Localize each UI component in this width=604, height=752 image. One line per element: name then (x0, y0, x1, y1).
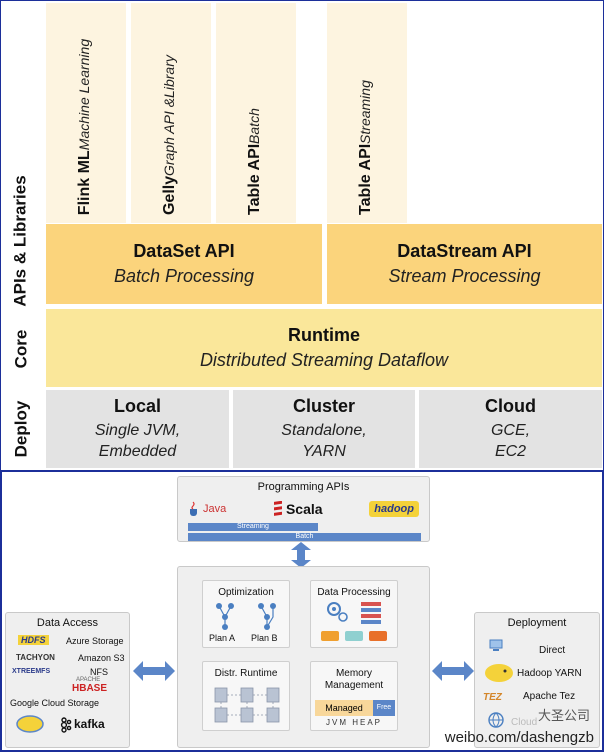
library-sub: Batch (246, 108, 262, 144)
hdfs-logo: HDFS (18, 635, 49, 645)
library-table-api-batch: Table API Batch (216, 3, 296, 223)
memory-title-line: Memory (335, 668, 373, 679)
hadoop-elephant-icon (485, 664, 513, 682)
library-name: Table API (357, 143, 374, 215)
deployment-item: Direct (539, 645, 566, 656)
deploy-sub: GCE, EC2 (491, 420, 530, 462)
data-access-item: NFS (90, 667, 108, 677)
flink-architecture-diagram: Programming APIs Java Scala hadoop Strea… (0, 470, 604, 752)
data-access-panel: Data Access HDFS Azure Storage TACHYON A… (5, 612, 130, 748)
tez-logo: TEZ (483, 692, 502, 703)
hadoop-logo: hadoop (369, 501, 419, 517)
distr-runtime-box: Distr. Runtime (202, 661, 290, 731)
api-name: DataSet API (133, 241, 235, 261)
data-access-item: Amazon S3 (78, 653, 125, 663)
storage-logo-icon (16, 715, 44, 733)
data-processing-box: Data Processing (310, 580, 398, 648)
library-name: Gelly (161, 175, 178, 215)
deploy-cloud-box: Cloud GCE, EC2 (419, 390, 602, 468)
horizontal-double-arrow-icon-right (432, 661, 474, 681)
kafka-icon (60, 717, 72, 733)
plan-b-label: Plan B (251, 633, 278, 643)
deployment-item: Hadoop YARN (517, 668, 582, 679)
kafka-logo: kafka (74, 717, 105, 731)
optimization-title: Optimization (218, 587, 274, 598)
managed-memory-block: Managed (315, 700, 373, 716)
library-sub: Graph API &Library (161, 54, 177, 176)
memory-management-box: Memory Management Managed Free JVM HEAP (310, 661, 398, 731)
deploy-sub-line: Standalone, (281, 422, 367, 439)
deploy-cluster-box: Cluster Standalone, YARN (233, 390, 415, 468)
runtime-name: Runtime (288, 325, 360, 345)
api-sub: Stream Processing (388, 266, 541, 286)
tachyon-logo: TACHYON (16, 653, 55, 662)
plan-graph-icon (216, 603, 276, 630)
flink-stack-diagram: APIs & Libraries Core Deploy Flink ML Ma… (0, 0, 604, 470)
deploy-sub: Single JVM, Embedded (95, 420, 180, 462)
panel-title: Deployment (507, 617, 567, 629)
library-sub: Machine Learning (76, 38, 92, 151)
deploy-sub-line: YARN (302, 443, 346, 460)
watermark-url: weibo.com/dashengzb (444, 729, 594, 746)
deploy-sub: Standalone, YARN (281, 420, 366, 462)
layer-label-core: Core (10, 329, 30, 369)
server-cluster-icon (214, 687, 280, 723)
data-access-item: Google Cloud Storage (10, 698, 100, 708)
plan-a-label: Plan A (209, 633, 236, 643)
java-cup-icon (190, 501, 197, 516)
java-logo: Java (188, 501, 226, 517)
scala-icon (273, 501, 282, 516)
layer-label-deploy: Deploy (11, 400, 30, 458)
free-memory-block: Free (373, 700, 395, 716)
watermark-chinese: 大圣公司 (537, 708, 590, 723)
xtreemfs-logo: XTREEMFS (12, 668, 51, 675)
deploy-name: Cluster (292, 396, 355, 416)
vertical-double-arrow-icon (291, 542, 311, 568)
deploy-sub-line: EC2 (494, 443, 527, 460)
flink-core-panel: Optimization Plan A Plan B Data Processi… (177, 566, 430, 748)
scala-logo: Scala (273, 501, 323, 517)
optimization-box: Optimization Plan A Plan B (202, 580, 290, 648)
data-access-item: Azure Storage (66, 636, 124, 646)
deployment-panel: Deployment Direct Hadoop YARN TEZ Apache… (474, 612, 600, 748)
memory-management-title: Memory Management (311, 668, 397, 692)
api-sub: Batch Processing (113, 266, 255, 286)
data-processing-icon (321, 602, 387, 641)
jvm-heap-label: JVM HEAP (325, 718, 382, 727)
hbase-logo: HBASE (72, 683, 108, 694)
programming-apis-panel: Programming APIs Java Scala hadoop Strea… (177, 476, 430, 542)
layer-label-apis: APIs & Libraries (11, 175, 31, 307)
library-sub: Streaming (357, 80, 373, 144)
streaming-bar: Streaming (188, 523, 318, 531)
batch-bar: Batch (188, 533, 421, 541)
horizontal-double-arrow-icon-left (133, 661, 175, 681)
library-flink-ml: Flink ML Machine Learning (46, 3, 126, 223)
deployment-item: Apache Tez (523, 691, 576, 702)
dataset-api-box: DataSet API Batch Processing (46, 224, 322, 304)
runtime-box: Runtime Distributed Streaming Dataflow (46, 309, 602, 387)
memory-title-line: Management (324, 680, 384, 691)
deploy-name: Cloud (485, 396, 536, 416)
deploy-sub-line: GCE, (490, 422, 531, 439)
deploy-name: Local (113, 396, 161, 416)
cloud-globe-icon (488, 712, 504, 728)
distr-runtime-title: Distr. Runtime (214, 668, 278, 679)
deploy-sub-line: Single JVM, (94, 422, 181, 439)
panel-title: Data Access (36, 617, 99, 629)
datastream-api-box: DataStream API Stream Processing (327, 224, 602, 304)
apache-label: APACHE (76, 677, 101, 683)
runtime-sub: Distributed Streaming Dataflow (199, 350, 449, 370)
library-table-api-streaming: Table API Streaming (327, 3, 407, 223)
data-processing-title: Data Processing (317, 587, 391, 598)
api-name: DataStream API (397, 241, 532, 261)
library-gelly: Gelly Graph API &Library (131, 3, 211, 223)
deploy-local-box: Local Single JVM, Embedded (46, 390, 229, 468)
deploy-sub-line: Embedded (98, 443, 177, 460)
library-name: Flink ML (76, 150, 93, 215)
library-name: Table API (246, 143, 263, 215)
panel-title: Programming APIs (257, 481, 350, 493)
deployment-item: Cloud (511, 717, 538, 728)
computer-icon (489, 639, 503, 651)
